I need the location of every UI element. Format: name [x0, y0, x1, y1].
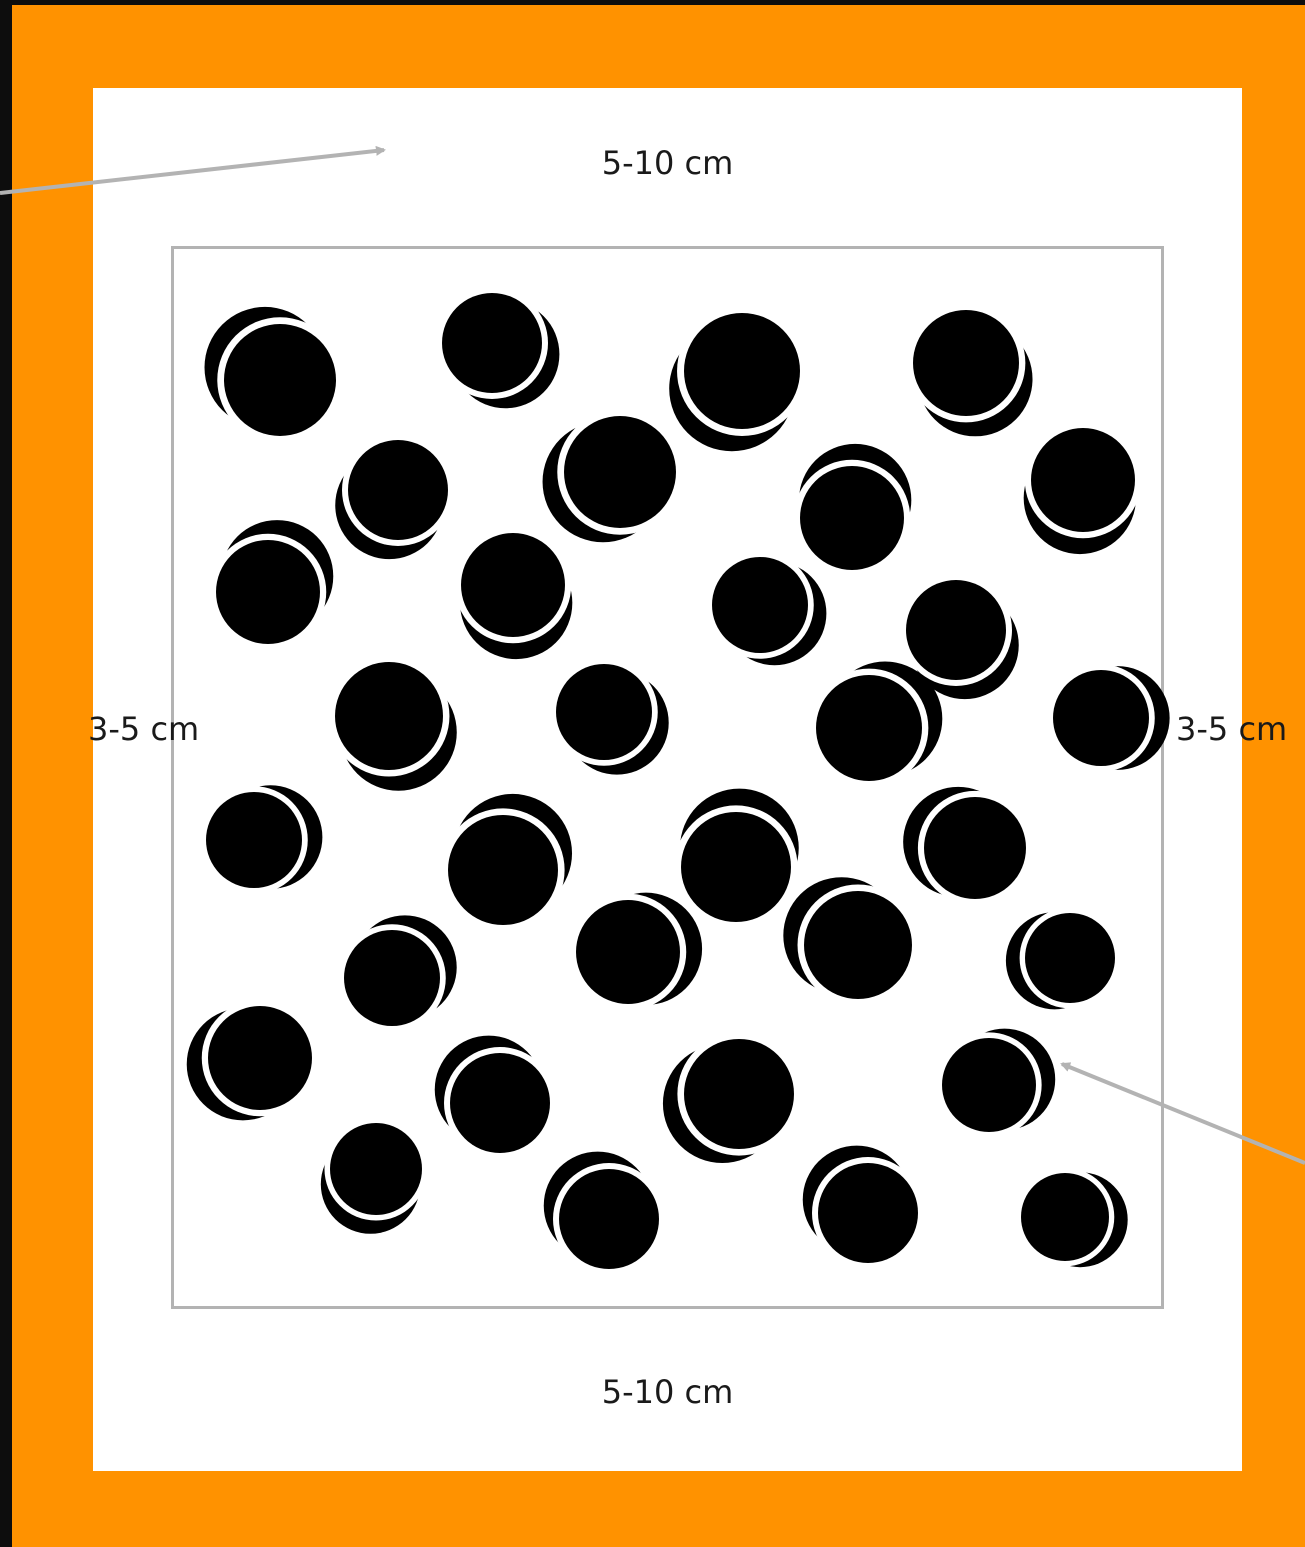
circle-blob: [663, 1032, 801, 1163]
circle-blob: [783, 877, 918, 1005]
main-circle: [924, 797, 1026, 899]
main-circle: [448, 815, 558, 925]
dimension-label-right: 3-5 cm: [1176, 713, 1287, 745]
circle-blob: [205, 307, 343, 443]
dimension-label-top: 5-10 cm: [0, 147, 1305, 179]
circle-blob: [329, 656, 457, 791]
circle-blob: [1016, 1168, 1128, 1267]
circle-blob: [544, 1152, 665, 1275]
main-circle: [804, 891, 912, 999]
main-circle: [1031, 428, 1135, 532]
circle-pattern: [187, 287, 1170, 1275]
circle-blob: [436, 287, 559, 408]
main-circle: [450, 1053, 550, 1153]
main-circle: [564, 416, 676, 528]
circle-blob: [674, 789, 798, 929]
main-circle: [559, 1169, 659, 1269]
main-circle: [800, 466, 904, 570]
main-circle: [942, 1038, 1036, 1132]
main-circle: [684, 1039, 794, 1149]
circle-blob: [455, 527, 573, 659]
main-circle: [208, 1006, 312, 1110]
main-circle: [348, 440, 448, 540]
arrow-to-pattern: [1062, 1064, 1305, 1163]
circle-blob: [441, 794, 572, 932]
dimension-label-bottom: 5-10 cm: [0, 1376, 1305, 1408]
circle-blob: [570, 893, 702, 1011]
main-circle: [712, 557, 808, 653]
circle-blob: [200, 785, 322, 894]
main-circle: [576, 900, 680, 1004]
circle-blob: [550, 658, 668, 774]
circle-blob: [210, 520, 334, 650]
circle-blob: [706, 551, 826, 665]
circle-blob: [335, 434, 454, 559]
circle-blob: [907, 304, 1033, 437]
main-circle: [681, 812, 791, 922]
main-circle: [906, 580, 1006, 680]
main-circle: [1053, 670, 1149, 766]
main-circle: [335, 662, 443, 770]
circle-blob: [321, 1117, 428, 1233]
main-circle: [816, 675, 922, 781]
circle-blob: [187, 1000, 319, 1121]
main-circle: [461, 533, 565, 637]
main-circle: [224, 324, 336, 436]
circle-blob: [338, 915, 456, 1031]
main-circle: [442, 293, 542, 393]
main-circle: [556, 664, 652, 760]
circle-blob: [1006, 908, 1121, 1010]
circle-blob: [669, 306, 807, 451]
circle-blob: [794, 444, 912, 576]
main-circle: [684, 313, 800, 429]
main-circle: [344, 930, 440, 1026]
main-circle: [1025, 913, 1115, 1003]
main-circle: [913, 310, 1019, 416]
circle-blob: [1024, 422, 1142, 554]
circle-blob: [903, 787, 1032, 905]
circle-blob: [1047, 664, 1169, 772]
circle-blob: [936, 1029, 1055, 1138]
main-circle: [216, 540, 320, 644]
circle-blob: [803, 1146, 924, 1269]
main-circle: [818, 1163, 918, 1263]
circle-blob: [543, 409, 683, 542]
main-circle: [330, 1123, 422, 1215]
main-circle: [1021, 1173, 1109, 1261]
main-circle: [206, 792, 302, 888]
dimension-label-left: 3-5 cm: [88, 713, 199, 745]
circle-blob: [810, 661, 943, 787]
circle-blob: [435, 1036, 556, 1159]
